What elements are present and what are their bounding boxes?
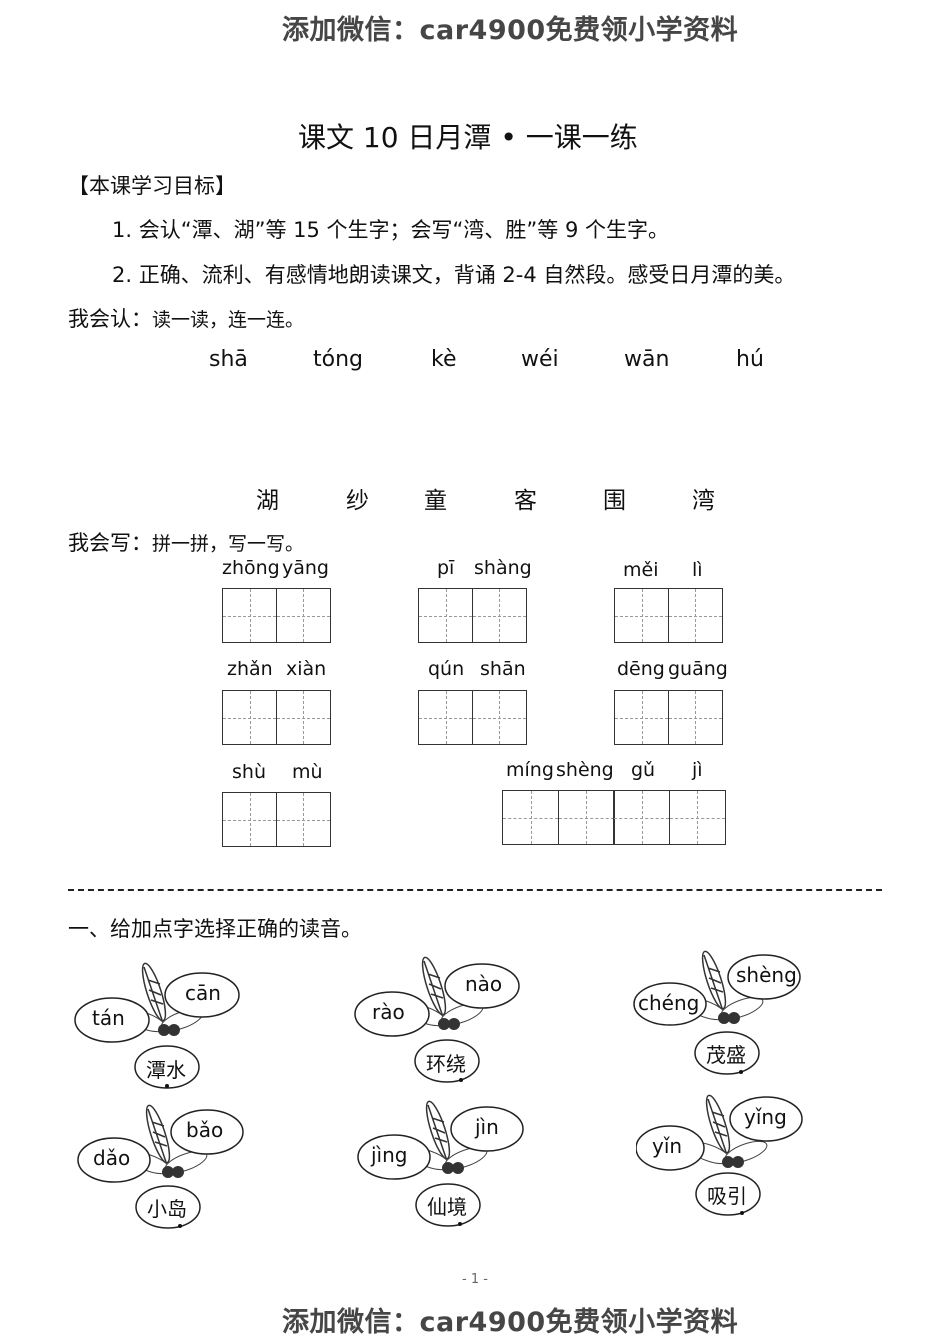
dragonfly-icon xyxy=(74,962,240,1089)
write-pinyin-8a: míng xyxy=(506,759,554,781)
writing-grid-6[interactable] xyxy=(614,690,723,745)
dragonfly-icon xyxy=(357,1100,524,1227)
writing-grid-8[interactable] xyxy=(502,790,726,845)
recognize-hanzi-6: 湾 xyxy=(692,488,715,514)
recognize-pinyin-3: kè xyxy=(431,347,457,372)
dragonfly-icon xyxy=(635,1094,803,1216)
write-pinyin-2a: pī xyxy=(437,557,455,579)
write-pinyin-5a: qún xyxy=(428,658,465,680)
option-a[interactable]: yǐn xyxy=(652,1134,683,1158)
goals-heading: 【本课学习目标】 xyxy=(68,174,236,198)
watermark-bottom: 添加微信：car4900免费领小学资料 xyxy=(282,1307,739,1338)
option-b[interactable]: nào xyxy=(465,972,503,996)
goal-item-1: 1. 会认“潭、湖”等 15 个生字；会写“湾、胜”等 9 个生字。 xyxy=(112,218,670,242)
dragonfly-item-3: chéng shèng 茂盛 xyxy=(632,950,822,1100)
section-divider xyxy=(68,889,882,891)
dragonfly-item-4: dǎo bǎo 小岛 xyxy=(76,1104,266,1254)
dragonfly-item-5: jìng jìn 仙境 xyxy=(356,1100,546,1250)
write-pinyin-8d: jì xyxy=(692,759,703,781)
writing-grid-1[interactable] xyxy=(222,588,331,643)
option-b[interactable]: shèng xyxy=(736,963,797,987)
dragonfly-icon xyxy=(633,950,801,1075)
recognize-pinyin-1: shā xyxy=(209,347,248,372)
write-pinyin-7a: shù xyxy=(232,761,266,783)
option-a[interactable]: jìng xyxy=(371,1143,408,1167)
option-b[interactable]: cān xyxy=(185,981,221,1005)
option-a[interactable]: rào xyxy=(372,1000,405,1024)
write-pinyin-4b: xiàn xyxy=(286,658,327,680)
recognize-prompt: 我会认：读一读，连一连。 xyxy=(68,303,304,333)
write-instruction: 拼一拼，写一写。 xyxy=(152,533,305,555)
recognize-hanzi-1: 湖 xyxy=(256,488,279,514)
word: 仙境 xyxy=(427,1195,467,1219)
writing-grid-7[interactable] xyxy=(222,792,331,847)
recognize-label: 我会认： xyxy=(68,307,152,331)
write-label: 我会写： xyxy=(68,531,152,555)
option-b[interactable]: jìn xyxy=(475,1115,499,1139)
write-pinyin-8b: shèng xyxy=(556,759,614,781)
write-pinyin-7b: mù xyxy=(292,761,323,783)
write-pinyin-3a: měi xyxy=(623,559,659,581)
word: 茂盛 xyxy=(706,1043,746,1067)
recognize-hanzi-3: 童 xyxy=(424,488,447,514)
dragonfly-item-2: rào nào 环绕 xyxy=(352,956,542,1106)
write-pinyin-3b: lì xyxy=(692,559,703,581)
recognize-pinyin-6: hú xyxy=(736,347,764,372)
option-a[interactable]: chéng xyxy=(638,991,700,1015)
word: 潭水 xyxy=(146,1058,186,1082)
write-pinyin-5b: shān xyxy=(480,658,526,680)
option-a[interactable]: dǎo xyxy=(93,1146,131,1170)
write-pinyin-1b: yāng xyxy=(282,557,329,579)
writing-grid-2[interactable] xyxy=(418,588,527,643)
dragonfly-item-1: tán cān 潭水 xyxy=(72,962,262,1112)
recognize-instruction: 读一读，连一连。 xyxy=(152,309,305,331)
write-pinyin-6b: guāng xyxy=(668,658,728,680)
write-pinyin-1a: zhōng xyxy=(222,557,280,579)
recognize-pinyin-4: wéi xyxy=(521,347,559,372)
word: 吸引 xyxy=(707,1184,747,1208)
recognize-hanzi-2: 纱 xyxy=(346,488,369,514)
goal-item-2: 2. 正确、流利、有感情地朗读课文，背诵 2-4 自然段。感受日月潭的美。 xyxy=(112,263,796,287)
recognize-pinyin-5: wān xyxy=(624,347,670,372)
write-pinyin-6a: dēng xyxy=(617,658,665,680)
write-prompt: 我会写：拼一拼，写一写。 xyxy=(68,527,304,557)
dragonfly-icon xyxy=(354,956,520,1083)
dragonfly-icon xyxy=(77,1104,244,1229)
word: 小岛 xyxy=(147,1197,187,1221)
option-b[interactable]: bǎo xyxy=(186,1118,224,1142)
page-title: 课文 10 日月潭 • 一课一练 xyxy=(298,121,638,154)
word: 环绕 xyxy=(426,1052,466,1076)
writing-grid-4[interactable] xyxy=(222,690,331,745)
recognize-hanzi-4: 客 xyxy=(514,488,537,514)
option-b[interactable]: yǐng xyxy=(744,1105,787,1129)
recognize-pinyin-2: tóng xyxy=(313,347,363,372)
write-pinyin-4a: zhǎn xyxy=(227,658,273,680)
write-pinyin-2b: shàng xyxy=(474,557,532,579)
page-number: - 1 - xyxy=(462,1272,488,1287)
option-a[interactable]: tán xyxy=(92,1006,125,1030)
dragonfly-item-6: yǐn yǐng 吸引 xyxy=(635,1094,826,1244)
writing-grid-5[interactable] xyxy=(418,690,527,745)
write-pinyin-8c: gǔ xyxy=(631,759,656,781)
writing-grid-3[interactable] xyxy=(614,588,723,643)
recognize-hanzi-5: 围 xyxy=(603,488,626,514)
watermark-top: 添加微信：car4900免费领小学资料 xyxy=(282,15,739,46)
section1-heading: 一、给加点字选择正确的读音。 xyxy=(68,917,362,941)
